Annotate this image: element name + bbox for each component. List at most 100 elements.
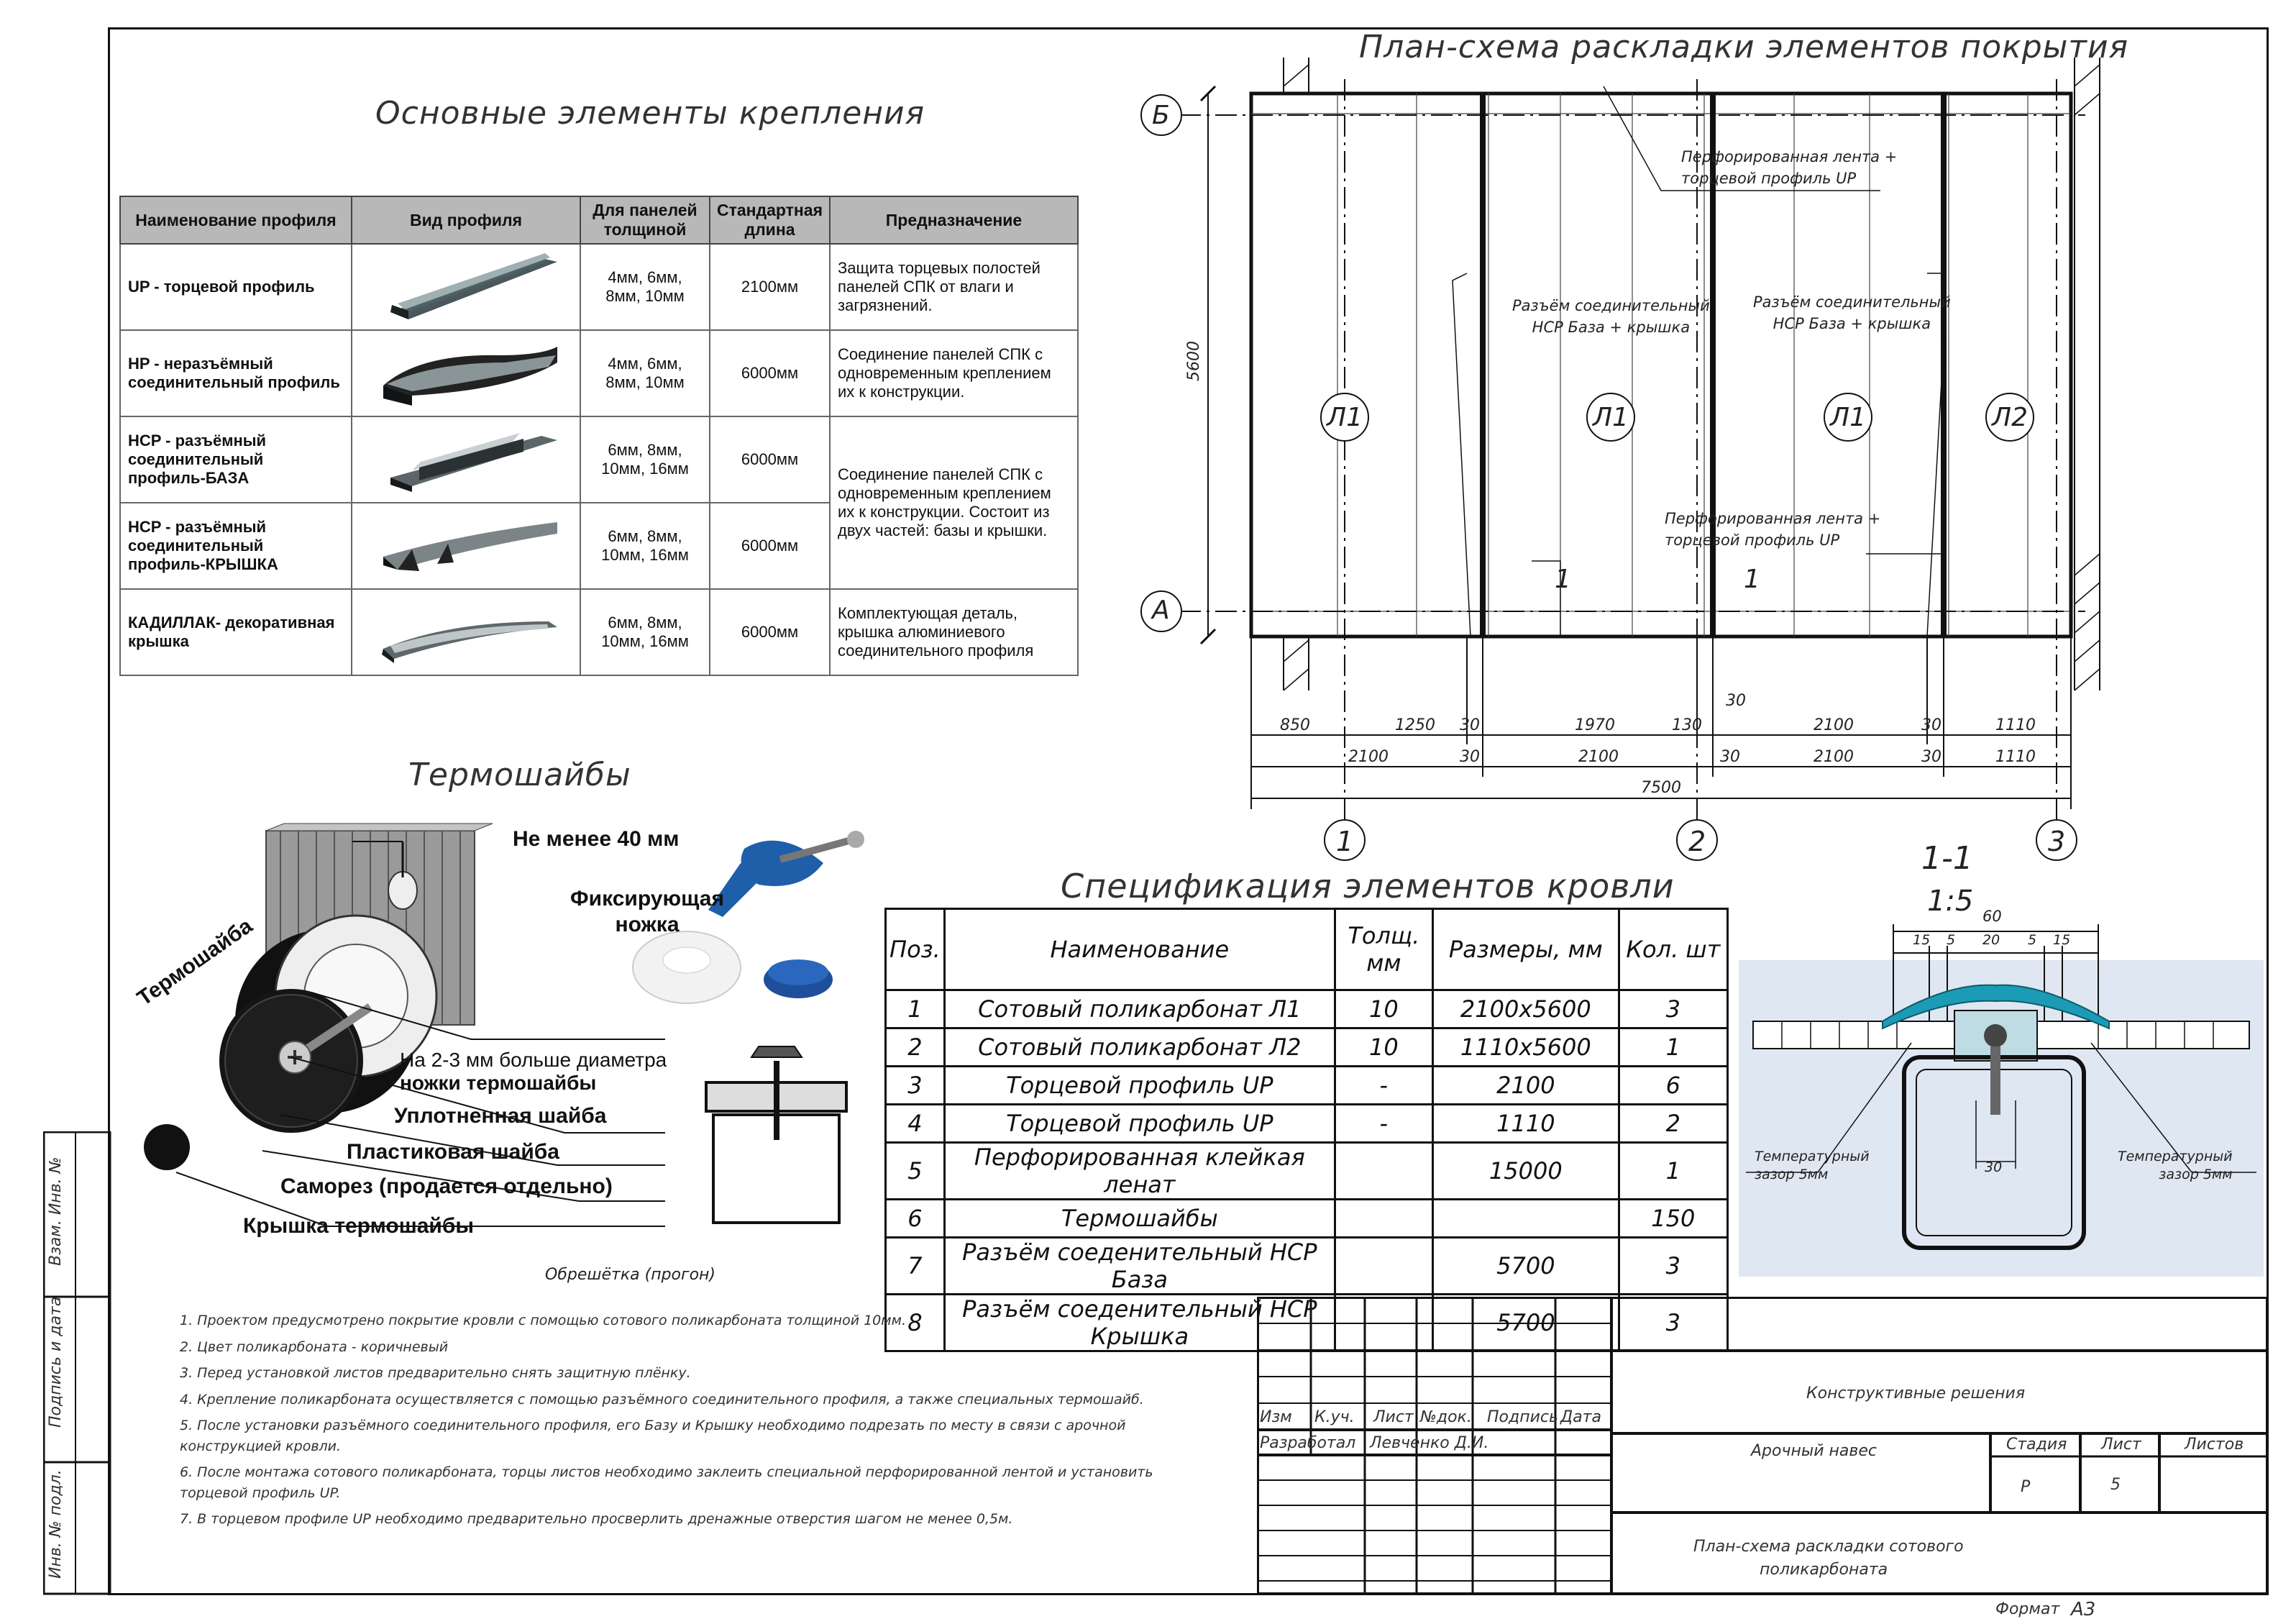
tb-col-header: Подпись <box>1487 1408 1558 1426</box>
callout-line: Перфорированная лента + <box>1681 148 1898 165</box>
profile-table-header: Предназначение <box>829 196 1079 245</box>
spec-cell: 15000 <box>1431 1141 1620 1200</box>
spec-cell: 10 <box>1333 1027 1434 1067</box>
dim-row2: 2100 <box>1348 748 1389 766</box>
profile-name: HP - неразъёмный соединительный профиль <box>119 329 352 417</box>
cut-mark-left: 1 <box>1555 565 1571 594</box>
section-dim-part: 5 <box>2028 932 2037 948</box>
profile-name: UP - торцевой профиль <box>119 243 352 331</box>
profile-length: 2100мм <box>709 243 831 331</box>
dim-row2: 1110 <box>1995 748 2036 766</box>
tb-sheet-header: Лист <box>2101 1436 2141 1454</box>
tb-drawing-title-2: поликарбоната <box>1760 1561 1888 1579</box>
dim-total: 7500 <box>1641 779 1681 797</box>
side-stamp-label-replace: Взам. Инв. № <box>47 1157 65 1266</box>
table-row: КАДИЛЛАК- декоративная крышка 6мм, 8мм, … <box>119 588 1079 676</box>
section-dim-part: 5 <box>1947 932 1956 948</box>
note-item: 1. Проектом предусмотрено покрытие кровл… <box>180 1313 906 1328</box>
spec-cell: 5700 <box>1431 1236 1620 1295</box>
callout-line: Перфорированная лента + <box>1665 510 1881 527</box>
spec-cell: 2 <box>1617 1103 1729 1144</box>
dim-row2: 30 <box>1921 748 1941 766</box>
up-end-profile-icon <box>351 243 581 331</box>
label-min-40: Не менее 40 мм <box>513 827 680 851</box>
axis-label-1: 1 <box>1336 826 1354 857</box>
callout-line: HCP База + крышка <box>1773 315 1931 333</box>
spec-header: Наименование <box>943 908 1336 991</box>
profile-length: 6000мм <box>709 588 831 676</box>
dim-row2: 30 <box>1720 748 1740 766</box>
spec-cell: 6 <box>1617 1065 1729 1105</box>
sheet-label: Л1 <box>1327 403 1363 432</box>
axis-label-3: 3 <box>2048 826 2066 857</box>
spec-cell: Разъём соеденительный HCP База <box>943 1236 1336 1295</box>
label-sealing-washer: Уплотненная шайба <box>394 1104 607 1128</box>
spec-cell: 3 <box>1617 1293 1729 1352</box>
spec-cell <box>1333 1198 1434 1238</box>
dim-row1: 30 <box>1726 692 1746 710</box>
spec-cell: 3 <box>1617 989 1729 1029</box>
profile-name: HCP - разъёмный соединительный профиль-Б… <box>119 416 352 503</box>
section-title: 1-1 <box>1921 840 1973 877</box>
profile-thickness: 4мм, 6мм, 8мм, 10мм <box>580 243 710 331</box>
hcp-cap-profile-icon <box>351 502 581 590</box>
section-dim-inner: 30 <box>1985 1159 2003 1175</box>
dim-row2: 2100 <box>1814 748 1854 766</box>
gap-right-label: Температурный зазор 5мм <box>2118 1148 2233 1183</box>
tb-drawing-title-1: План-схема раскладки сотового <box>1693 1538 1964 1556</box>
callout-line: Разъём соединительный <box>1512 297 1710 314</box>
plan-scheme-drawing <box>1140 58 2100 861</box>
fasteners-heading: Основные элементы крепления <box>375 95 925 132</box>
side-stamp-label-inventory: Инв. № подл. <box>47 1469 65 1579</box>
note-item: 7. В торцевом профиле UP необходимо пред… <box>180 1511 1013 1527</box>
tb-stage-header: Стадия <box>2006 1436 2067 1454</box>
spec-cell: Разъём соеденительный HCP Крышка <box>943 1293 1336 1352</box>
spec-cell: 1110х5600 <box>1431 1027 1620 1067</box>
callout-perforated-mid: Перфорированная лента + торцевой профиль… <box>1665 508 1880 552</box>
spec-header: Кол. шт <box>1617 908 1729 991</box>
plastic-washer-icon <box>632 931 741 1004</box>
profile-table-header: Наименование профиля <box>119 196 352 245</box>
profile-length: 6000мм <box>709 416 831 503</box>
note-item: 6. После монтажа сотового поликарбоната,… <box>180 1464 1153 1501</box>
profile-purpose: Соединение панелей СПК с одновременным к… <box>829 416 1079 590</box>
side-stamp-grid <box>43 1131 111 1595</box>
label-fixing-leg: Фиксирующая ножка <box>570 887 724 936</box>
tb-format: А3 <box>2071 1599 2096 1620</box>
spec-cell: 2 <box>884 1027 946 1067</box>
table-row: HP - неразъёмный соединительный профиль … <box>119 329 1079 417</box>
tb-col-header: К.уч. <box>1314 1408 1355 1426</box>
section-dim-part: 15 <box>2053 932 2071 948</box>
dim-row1: 850 <box>1280 716 1310 734</box>
fixing-leg-icon <box>708 831 864 917</box>
tb-col-header: Лист <box>1373 1408 1414 1426</box>
plan-heading: План-схема раскладки элементов покрытия <box>1359 29 2129 65</box>
axis-label-b: Б <box>1152 101 1170 130</box>
spec-cell: 5 <box>884 1141 946 1200</box>
tb-format-label: Формат <box>1995 1600 2060 1618</box>
spec-cell: 7 <box>884 1236 946 1295</box>
axis-label-2: 2 <box>1688 826 1706 857</box>
callout-line: торцевой профиль UP <box>1665 532 1840 549</box>
washer-cap-icon <box>764 959 833 998</box>
axis-label-a: А <box>1152 596 1170 625</box>
tb-col-header: №док. <box>1420 1408 1472 1426</box>
profile-table-header: Вид профиля <box>351 196 581 245</box>
dim-row1: 30 <box>1921 716 1941 734</box>
profile-purpose: Соединение панелей СПК с одновременным к… <box>829 329 1079 417</box>
tb-col-header: Дата <box>1560 1408 1601 1426</box>
label-screw: Саморез (продается отдельно) <box>280 1174 613 1198</box>
section-dim-total: 60 <box>1982 908 2002 925</box>
spec-cell: 1110 <box>1431 1103 1620 1144</box>
profile-purpose: Защита торцевых полостей панелей СПК от … <box>829 243 1079 331</box>
callout-perforated-top: Перфорированная лента + торцевой профиль… <box>1681 146 1897 190</box>
tb-developer: Левченко Д.И. <box>1370 1434 1489 1452</box>
spec-cell: Перфорированная клейкая ленат <box>943 1141 1336 1200</box>
note-item: 3. Перед установкой листов предварительн… <box>180 1365 691 1381</box>
gap-left-label: Температурный зазор 5мм <box>1755 1148 1870 1183</box>
side-stamp-label-signature: Подпись и дата <box>47 1296 65 1428</box>
